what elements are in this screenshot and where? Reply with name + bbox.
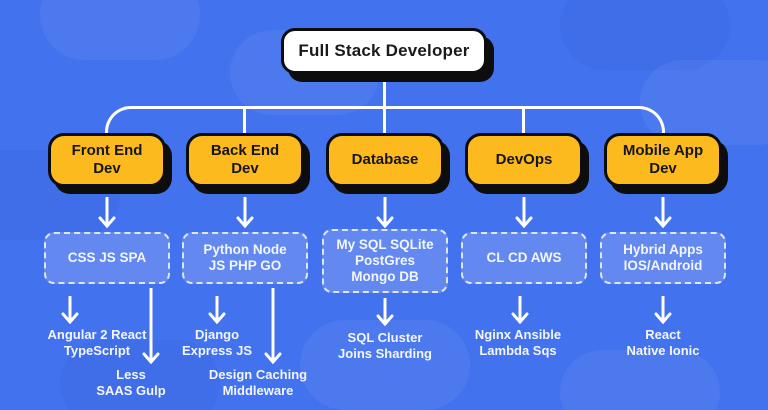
detail-label: Nginx Ansible Lambda Sqs	[474, 327, 562, 359]
arrow-down-icon	[142, 288, 160, 364]
detail-label: React Native Ionic	[626, 327, 700, 359]
arrow-down-icon	[376, 197, 394, 228]
arrow-down-icon	[98, 197, 116, 228]
category-node-devops: DevOps	[465, 133, 583, 187]
skills-label: CL CD AWS	[486, 249, 562, 265]
category-label: Mobile App Dev	[622, 142, 704, 177]
category-node-front-end-dev: Front End Dev	[48, 133, 166, 187]
arrow-down-icon	[654, 197, 672, 228]
skills-node-mobile: Hybrid Apps IOS/Android	[600, 232, 726, 284]
category-node-database: Database	[326, 133, 444, 187]
skills-label: CSS JS SPA	[67, 249, 147, 265]
skills-label: Hybrid Apps IOS/Android	[623, 241, 703, 273]
arrow-down-icon	[654, 296, 672, 324]
skills-node-database: My SQL SQLite PostGres Mongo DB	[322, 229, 448, 293]
arrow-down-icon	[61, 296, 79, 324]
skills-label: My SQL SQLite PostGres Mongo DB	[336, 236, 434, 285]
category-label: Front End Dev	[71, 142, 143, 177]
detail-label: SQL Cluster Joins Sharding	[338, 330, 432, 362]
connector-drop-devops	[522, 108, 525, 134]
background-blob	[40, 0, 200, 60]
category-node-mobile-app-dev: Mobile App Dev	[604, 133, 722, 187]
category-node-back-end-dev: Back End Dev	[186, 133, 304, 187]
skills-node-front-end: CSS JS SPA	[44, 232, 170, 284]
connector-drop-back-end	[243, 108, 246, 134]
root-node-label: Full Stack Developer	[298, 41, 470, 60]
arrow-down-icon	[511, 296, 529, 324]
arrow-down-icon	[515, 197, 533, 228]
detail-label: Angular 2 React TypeScript	[47, 327, 147, 359]
arrow-down-icon	[208, 296, 226, 324]
category-label: Database	[351, 151, 419, 168]
skills-node-back-end: Python Node JS PHP GO	[182, 232, 308, 284]
detail-label: Design Caching Middleware	[208, 367, 308, 399]
connector-trunk	[383, 74, 386, 107]
detail-label: Less SAAS Gulp	[96, 367, 166, 399]
arrow-down-icon	[236, 197, 254, 228]
category-label: DevOps	[495, 151, 553, 168]
detail-label: Django Express JS	[181, 327, 253, 359]
skills-label: Python Node JS PHP GO	[203, 241, 287, 273]
background-blob	[560, 0, 730, 70]
root-node: Full Stack Developer	[281, 28, 487, 74]
connector-drop-database	[383, 108, 386, 134]
arrow-down-icon	[264, 288, 282, 364]
skills-node-devops: CL CD AWS	[461, 232, 587, 284]
category-label: Back End Dev	[210, 142, 280, 177]
arrow-down-icon	[376, 298, 394, 326]
